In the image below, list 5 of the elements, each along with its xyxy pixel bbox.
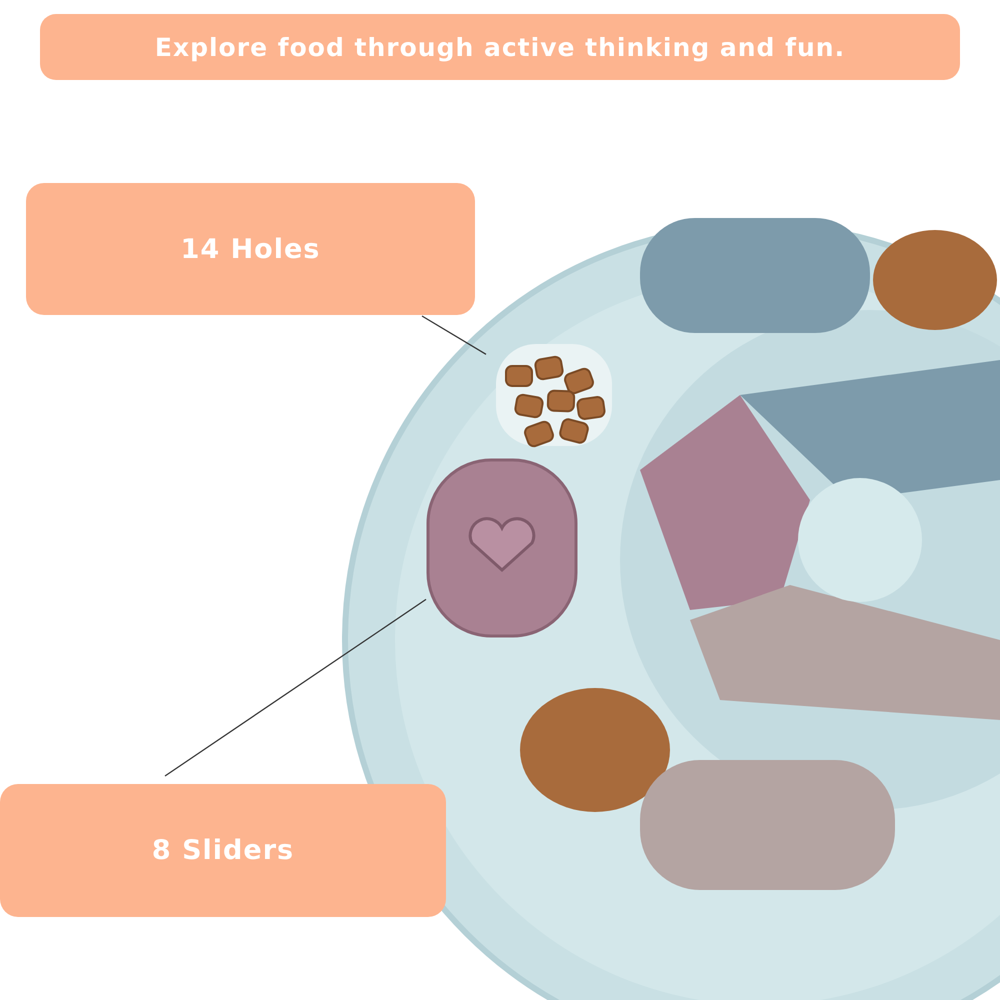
leader-line <box>422 315 486 355</box>
callout-label: 14 Holes <box>26 183 475 315</box>
title-banner: Explore food through active thinking and fun. <box>40 14 960 80</box>
leader-line <box>164 598 426 776</box>
callout-label: 8 Sliders <box>0 784 446 917</box>
